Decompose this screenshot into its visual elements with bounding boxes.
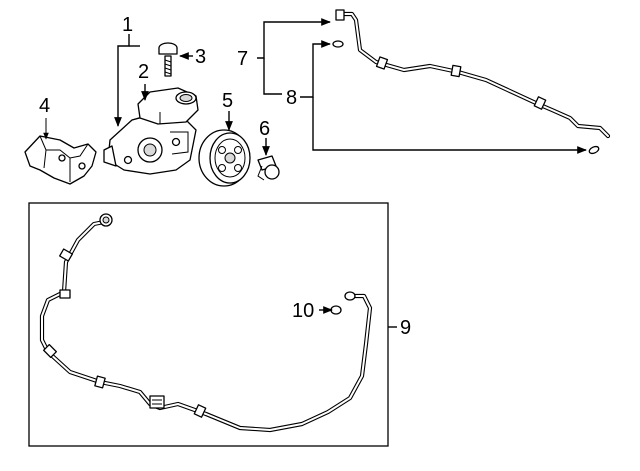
return-hose-frame <box>28 202 389 447</box>
callout-4: 4 <box>39 95 50 117</box>
callout-6: 6 <box>259 118 270 140</box>
leader-7-lower <box>263 58 282 95</box>
leader-1 <box>114 34 130 127</box>
leader-8-upper <box>300 40 331 98</box>
cap-bolt-part <box>158 42 178 77</box>
leader-8-lower <box>312 97 587 154</box>
bracket-part <box>24 135 97 185</box>
pressure-line-part <box>332 9 611 155</box>
pulley-part <box>198 129 251 187</box>
callout-8: 8 <box>286 87 297 109</box>
callout-10: 10 <box>292 300 314 322</box>
leader-7-upper <box>257 18 331 59</box>
callout-1: 1 <box>122 14 133 36</box>
callout-9: 9 <box>400 317 411 339</box>
return-hose-part <box>39 213 373 433</box>
callout-3: 3 <box>195 46 206 68</box>
fastener-part <box>257 155 280 181</box>
callout-7: 7 <box>237 48 248 70</box>
power-steering-pump-part <box>103 87 199 175</box>
callout-5: 5 <box>222 90 233 112</box>
callout-2: 2 <box>138 61 149 83</box>
